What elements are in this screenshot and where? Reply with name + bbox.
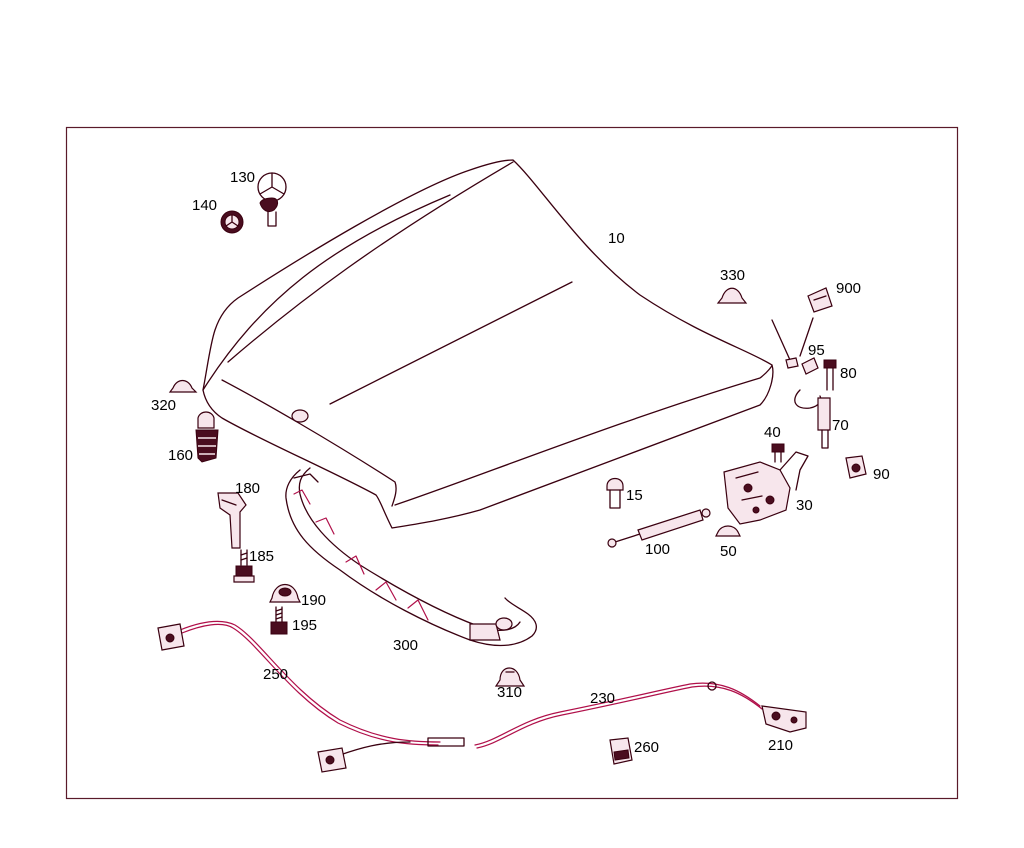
callout-90: 90 <box>873 466 890 483</box>
callout-300: 300 <box>393 637 418 654</box>
callout-185: 185 <box>249 548 274 565</box>
callout-900: 900 <box>836 280 861 297</box>
callout-320: 320 <box>151 397 176 414</box>
hood-panel <box>202 159 774 529</box>
screw-80-part <box>823 359 837 391</box>
diagram-frame <box>65 126 959 800</box>
stud-15-part <box>606 477 624 509</box>
support-300-part <box>285 467 538 647</box>
clip-310-part <box>494 667 526 687</box>
clip-260-part <box>609 737 633 765</box>
screw-195-part <box>270 606 288 635</box>
switch-70-part <box>794 389 831 449</box>
clip-330-part <box>716 287 748 304</box>
bolt-185-part <box>233 549 255 583</box>
callout-95: 95 <box>808 342 825 359</box>
hood-grommet <box>291 409 309 423</box>
prop-rod-part <box>771 319 799 369</box>
buffer-160-part <box>195 411 219 463</box>
cable-230-part <box>474 681 763 749</box>
hinge-30-part <box>723 451 809 525</box>
star-emblem-part <box>257 172 287 227</box>
callout-250: 250 <box>263 666 288 683</box>
callout-160: 160 <box>168 447 193 464</box>
clip-95-part <box>801 357 819 375</box>
callout-260: 260 <box>634 739 659 756</box>
sensor-90-part <box>845 455 867 479</box>
callout-10: 10 <box>608 230 625 247</box>
callout-195: 195 <box>292 617 317 634</box>
callout-50: 50 <box>720 543 737 560</box>
callout-30: 30 <box>796 497 813 514</box>
callout-70: 70 <box>832 417 849 434</box>
callout-140: 140 <box>192 197 217 214</box>
callout-130: 130 <box>230 169 255 186</box>
flat-emblem-part <box>220 210 244 234</box>
callout-230: 230 <box>590 690 615 707</box>
latch-210-part <box>761 705 807 733</box>
callout-190: 190 <box>301 592 326 609</box>
bolt-40-part <box>771 443 785 463</box>
callout-40: 40 <box>764 424 781 441</box>
callout-180: 180 <box>235 480 260 497</box>
callout-330: 330 <box>720 267 745 284</box>
cup-190-part <box>269 583 301 603</box>
callout-310: 310 <box>497 684 522 701</box>
callout-80: 80 <box>840 365 857 382</box>
bracket-180-part <box>217 492 247 549</box>
callout-100: 100 <box>645 541 670 558</box>
callout-210: 210 <box>768 737 793 754</box>
bump-stop-320-part <box>168 379 198 393</box>
callout-15: 15 <box>626 487 643 504</box>
label-900-part <box>799 287 833 357</box>
gas-strut-100-part <box>607 508 711 548</box>
cable-250-part <box>157 620 465 773</box>
clip-50-part <box>715 525 741 537</box>
